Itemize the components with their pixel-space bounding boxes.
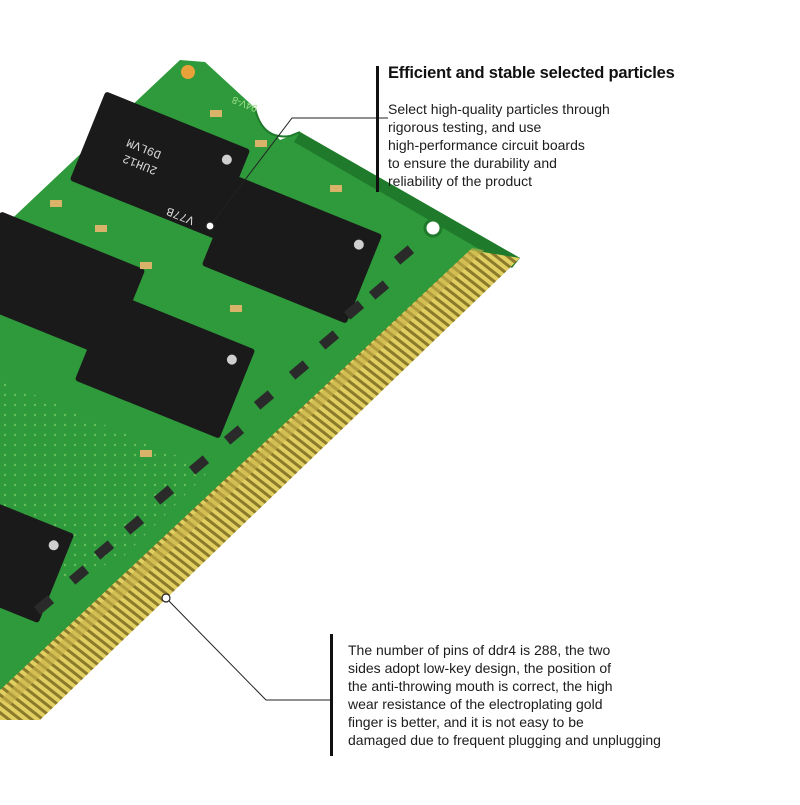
board-notch [254,107,301,138]
callout-top-heading: Efficient and stable selected particles [388,64,675,82]
mounting-hole [423,218,443,238]
callout-bottom-line: the anti-throwing mouth is correct, the … [348,678,613,694]
leader-line-bottom [165,597,330,701]
callout-top-line: high-performance circuit boards [388,137,585,153]
memory-chip [75,292,255,438]
callout-bottom-body: The number of pins of ddr4 is 288, the t… [348,641,661,749]
board-edge [294,132,520,268]
callout-bottom-line: sides adopt low-key design, the position… [348,660,612,676]
callout-bottom-line: finger is better, and it is not easy to … [348,714,584,730]
callout-bottom-line: The number of pins of ddr4 is 288, the t… [348,642,611,658]
memory-chip [70,92,250,238]
memory-chip [202,177,382,323]
callout-bottom-bar [330,634,333,756]
memory-chip [0,493,74,623]
callout-top-line: to ensure the durability and [388,155,557,171]
leader-dot-top [205,221,215,231]
smd-components [33,110,415,615]
leader-line-top [209,117,388,227]
callout-bottom-line: damaged due to frequent plugging and unp… [348,732,661,748]
corner-hole [181,65,195,79]
callout-top-line: reliability of the product [388,173,532,189]
callout-top-body: Select high-quality particles through ri… [388,100,610,190]
leader-dot-bottom [161,593,171,603]
gold-finger-strip [0,250,520,720]
callout-top-line: Select high-quality particles through [388,101,610,117]
pcb-board [0,60,520,720]
callout-top-bar [376,66,379,192]
callout-bottom-line: wear resistance of the electroplating go… [348,696,603,712]
callout-top-line: rigorous testing, and use [388,119,542,135]
gold-finger-edge [0,248,484,705]
